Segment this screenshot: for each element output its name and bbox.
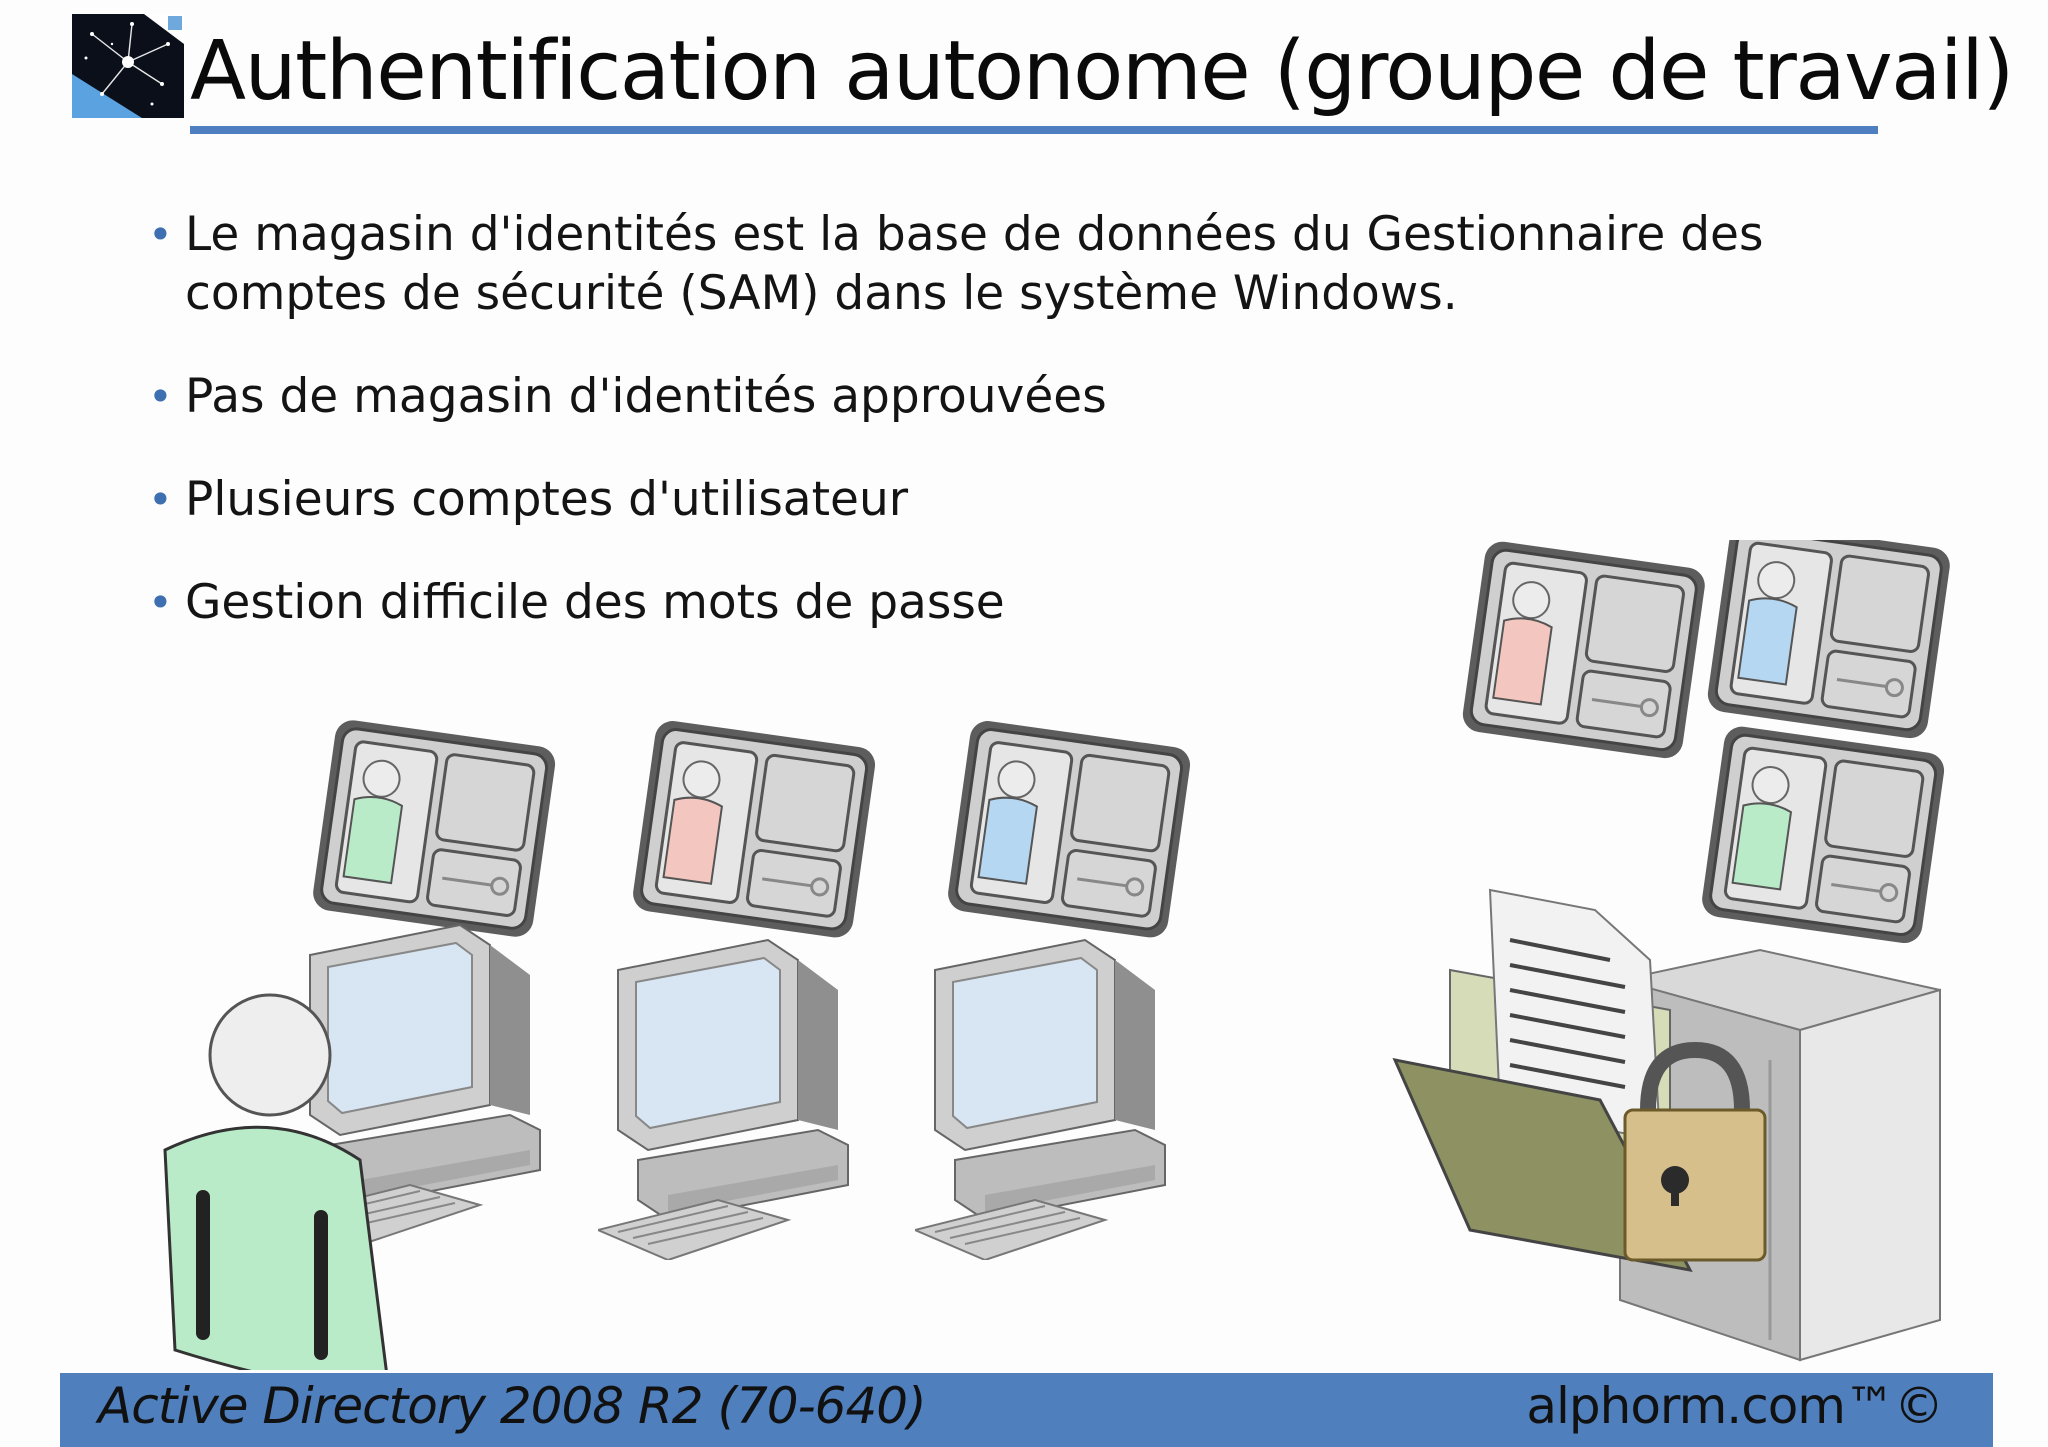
illustration	[163, 540, 1954, 1370]
bullet-list: • Le magasin d'identités est la base de …	[145, 205, 1845, 632]
slide-title: Authentification autonome (groupe de tra…	[190, 24, 2014, 119]
user-card-icon	[1704, 540, 1954, 742]
user-card-icon	[944, 717, 1194, 942]
computer-icon	[915, 939, 1166, 1260]
bullet-item: • Plusieurs comptes d'utilisateur	[145, 470, 1845, 529]
bullet-text: Plusieurs comptes d'utilisateur	[185, 472, 909, 527]
course-title: Active Directory 2008 R2 (70-640)	[98, 1377, 927, 1435]
bullet-text: Le magasin d'identités est la base de do…	[185, 207, 1764, 321]
bullet-dot-icon: •	[148, 372, 173, 421]
bullet-item: • Gestion difficile des mots de passe	[145, 573, 1845, 632]
bullet-text: Pas de magasin d'identités approuvées	[185, 369, 1107, 424]
brand-label: alphorm.com™©	[1526, 1377, 1944, 1435]
user-card-icon	[1698, 722, 1948, 947]
bullet-dot-icon: •	[148, 210, 173, 259]
bullet-item: • Pas de magasin d'identités approuvées	[145, 367, 1845, 426]
bullet-dot-icon: •	[148, 578, 173, 627]
user-card-icon	[629, 717, 879, 942]
folder-icon	[1392, 1057, 1693, 1273]
user-icon	[163, 993, 388, 1370]
document-icon	[1488, 888, 1662, 1142]
title-underline	[190, 126, 1878, 134]
padlock-icon	[1623, 1041, 1767, 1262]
bullet-dot-icon: •	[148, 475, 173, 524]
bullet-text: Gestion difficile des mots de passe	[185, 575, 1005, 630]
computer-icon	[598, 939, 849, 1260]
footer-bar: Active Directory 2008 R2 (70-640) alphor…	[60, 1373, 1993, 1447]
user-card-icon	[1459, 540, 1709, 762]
bullet-item: • Le magasin d'identités est la base de …	[145, 205, 1845, 323]
logo-icon	[72, 14, 184, 118]
user-card-icon	[309, 716, 559, 941]
